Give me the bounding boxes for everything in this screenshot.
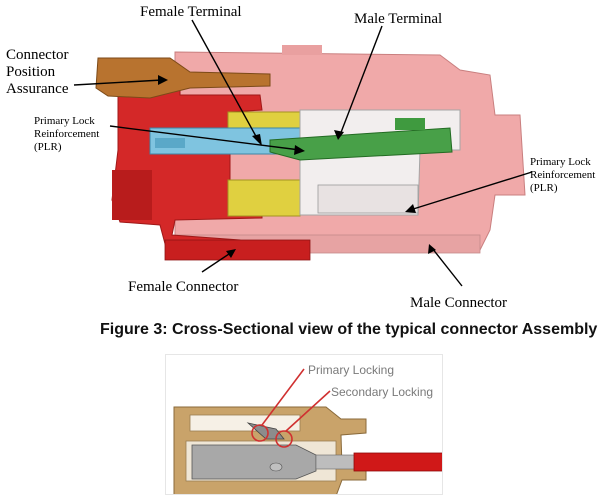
label-female-connector: Female Connector [128, 279, 239, 295]
secondary-locking-circle [275, 430, 293, 448]
arrowhead-plr-right [405, 204, 416, 213]
leader-plr-right [409, 171, 533, 211]
locking-detail-figure: Primary Locking Secondary Locking [165, 354, 443, 495]
connector-cross-section-figure: Female Terminal Male Terminal Connector … [6, 4, 596, 311]
primary-locking-leader [261, 368, 305, 426]
label-primary-locking: Primary Locking [308, 363, 395, 377]
arrowhead-plr-left [294, 145, 305, 155]
locking-detail-drawing [173, 368, 442, 494]
label-plr-right: Primary Lock Reinforcement (PLR) [530, 156, 596, 194]
label-male-terminal: Male Terminal [354, 11, 443, 27]
leader-female-connector [201, 251, 233, 273]
male-terminal-part [269, 118, 453, 161]
arrowhead-cpa [158, 75, 168, 85]
label-secondary-locking: Secondary Locking [331, 385, 434, 399]
secondary-locking-leader [285, 390, 331, 432]
leader-plr-left [109, 125, 301, 151]
connector-cross-section-drawing [73, 19, 533, 287]
female-connector-body [111, 74, 311, 261]
figure-caption-text: Figure 3: Cross-Sectional view of the ty… [100, 321, 598, 338]
leader-lines [73, 19, 533, 287]
figure-caption: Figure 3: Cross-Sectional view of the ty… [0, 315, 608, 339]
leader-cpa [73, 79, 163, 86]
arrowhead-male-connector [428, 244, 436, 254]
label-male-connector: Male Connector [410, 295, 508, 311]
arrowhead-female-connector [226, 249, 236, 258]
arrowhead-female-terminal [252, 134, 262, 146]
leader-female-terminal [191, 19, 259, 141]
label-female-terminal: Female Terminal [140, 4, 242, 20]
locking-callouts [251, 368, 331, 448]
leader-male-terminal [339, 25, 383, 136]
leader-arrowheads [158, 75, 436, 258]
arrowhead-male-terminal [334, 130, 344, 140]
locking-wire [315, 452, 442, 472]
label-cpa: Connector Position Assurance [6, 47, 69, 97]
locking-terminal [191, 422, 317, 480]
primary-locking-circle [251, 424, 269, 442]
leader-male-connector [431, 247, 463, 287]
label-plr-left: Primary Lock Reinforcement (PLR) [34, 115, 100, 153]
cpa-part [95, 57, 271, 99]
